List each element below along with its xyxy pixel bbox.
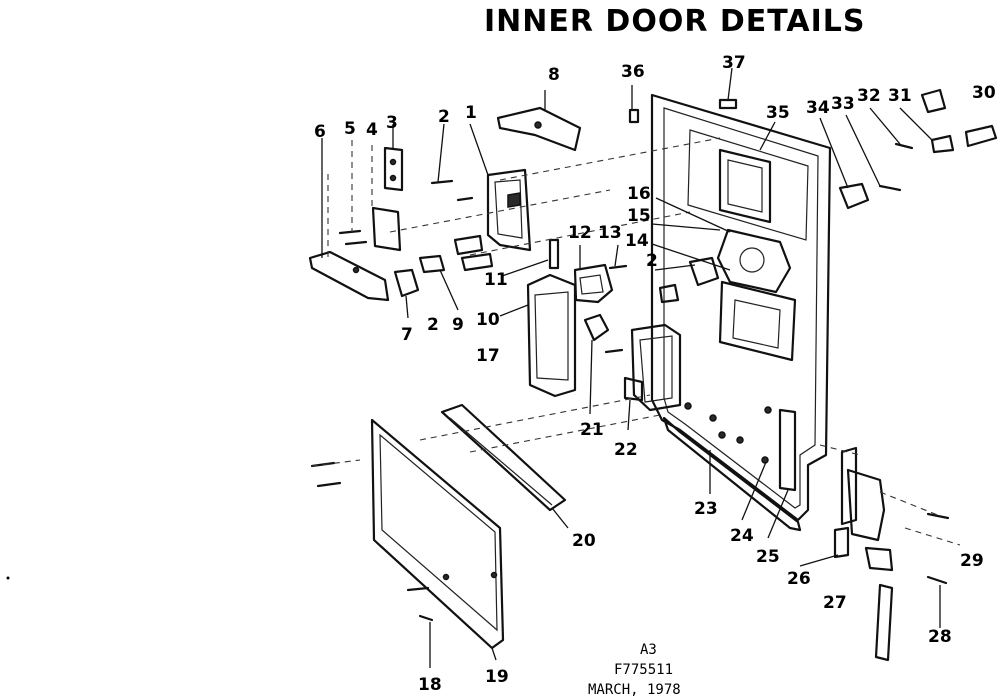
callout-15: 15 (627, 206, 651, 226)
footer-code: A3 (640, 642, 657, 658)
callout-3: 3 (386, 113, 398, 133)
callout-8: 8 (548, 65, 560, 85)
callout-2b: 2 (427, 315, 439, 335)
callout-24: 24 (730, 526, 754, 546)
stray-mark (6, 576, 10, 580)
callout-13: 13 (598, 223, 622, 243)
callout-35: 35 (766, 103, 790, 123)
callout-25: 25 (756, 547, 780, 567)
callout-32: 32 (857, 86, 881, 106)
callout-23: 23 (694, 499, 718, 519)
callout-22: 22 (614, 440, 638, 460)
callout-27: 27 (823, 593, 847, 613)
callout-1: 1 (465, 103, 477, 123)
latch-assembly-parts (308, 106, 720, 431)
footer-part-number: F775511 (614, 662, 673, 678)
callout-4: 4 (366, 120, 378, 140)
top-right-small-parts (628, 88, 998, 210)
screws (310, 142, 950, 622)
inner-door-panel (650, 93, 832, 532)
footer-codes: A3 F775511 MARCH, 1978 (588, 642, 681, 698)
callout-34: 34 (806, 98, 830, 118)
callout-2a: 2 (438, 107, 450, 127)
callout-36: 36 (621, 62, 645, 82)
callout-6: 6 (314, 122, 326, 142)
callout-37: 37 (722, 53, 746, 73)
callout-18: 18 (418, 675, 442, 695)
callout-21: 21 (580, 420, 604, 440)
lower-door-panels (370, 403, 567, 650)
callout-30: 30 (972, 83, 996, 103)
diagram-title: INNER DOOR DETAILS (484, 4, 866, 39)
leader-lines (321, 67, 941, 668)
callout-2c: 2 (646, 251, 658, 271)
callout-29: 29 (960, 551, 984, 571)
part-callouts: 1 2 2 2 3 4 5 6 7 8 9 10 17 11 12 13 14 … (314, 53, 996, 695)
callout-5: 5 (344, 119, 356, 139)
callout-33: 33 (831, 94, 855, 114)
callout-17: 17 (476, 346, 500, 366)
callout-16: 16 (627, 184, 651, 204)
callout-20: 20 (572, 531, 596, 551)
callout-31: 31 (888, 86, 912, 106)
callout-12: 12 (568, 223, 592, 243)
callout-28: 28 (928, 627, 952, 647)
right-hinge-parts (833, 446, 894, 662)
callout-10: 10 (476, 310, 500, 330)
alignment-lines (311, 137, 961, 546)
callout-26: 26 (787, 569, 811, 589)
footer-date: MARCH, 1978 (588, 682, 681, 698)
callout-11: 11 (484, 270, 508, 290)
callout-9: 9 (452, 315, 464, 335)
callout-7: 7 (401, 325, 413, 345)
callout-19: 19 (485, 667, 509, 687)
callout-14: 14 (625, 231, 649, 251)
